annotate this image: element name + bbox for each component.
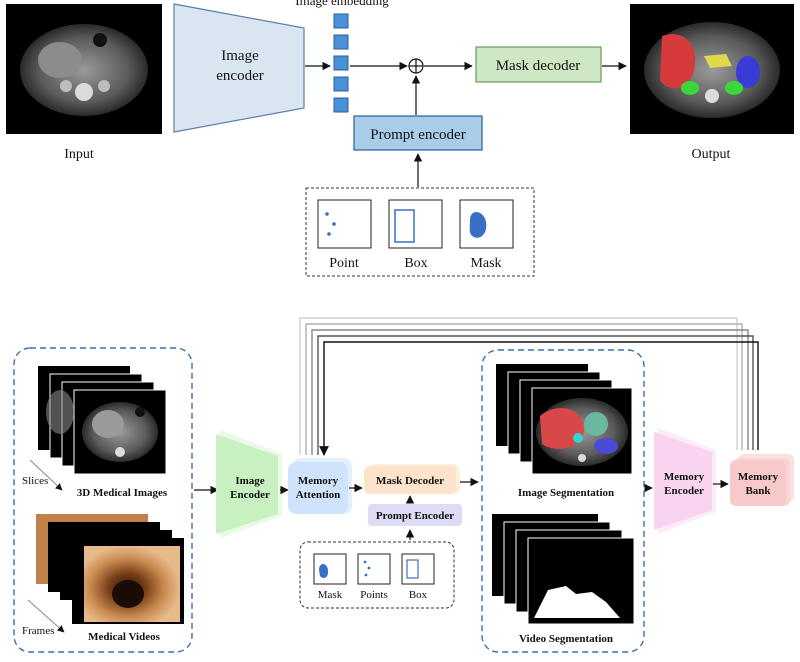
frames-arrow	[27, 599, 65, 633]
ct-slices-stack	[38, 366, 167, 475]
prompt-points-3d-label: Points	[360, 589, 388, 601]
input-ct-image	[6, 4, 162, 134]
frames-label: Frames	[22, 625, 54, 637]
prompt-mask-thumbnail	[459, 199, 514, 249]
prompt-point-thumbnail	[317, 199, 372, 249]
memory-bank-label-2: Bank	[745, 485, 771, 497]
memory-encoder-label-1: Memory	[664, 471, 705, 483]
image-embedding-stack	[333, 13, 349, 113]
mask-decoder-label: Mask decoder	[496, 58, 581, 74]
input-panel	[13, 347, 193, 653]
video-segmentation-stack	[492, 514, 635, 625]
image-encoder-3d-label-1: Image	[235, 475, 264, 487]
image-segmentation-stack	[496, 364, 633, 475]
output-label: Output	[692, 147, 731, 162]
prompt-types-container	[305, 187, 535, 277]
mask-decoder-block	[475, 46, 602, 83]
memory-attention-label-2: Attention	[296, 489, 341, 501]
image-encoder-3d-block	[216, 430, 282, 538]
video-frames-stack	[36, 514, 184, 624]
memory-bank-label-1: Memory	[738, 471, 779, 483]
image-encoder-3d-label-2: Encoder	[230, 489, 270, 501]
slices-label: Slices	[22, 475, 48, 487]
image-segmentation-label: Image Segmentation	[518, 487, 614, 499]
prompt-points-3d-thumbnail	[357, 553, 391, 585]
prompt-box-3d-thumbnail	[401, 553, 435, 585]
medical-videos-label: Medical Videos	[88, 631, 161, 643]
prompt-box-thumbnail	[388, 199, 443, 249]
prompt-encoder-3d-label: Prompt Encoder	[376, 510, 454, 522]
prompt-mask-3d-label: Mask	[318, 589, 343, 601]
memory-attention-block	[288, 462, 348, 514]
image-embedding-label: Image embedding	[295, 0, 389, 8]
mask-decoder-3d-block	[364, 466, 456, 494]
prompt-mask-label: Mask	[470, 256, 501, 271]
memory-bank-block	[730, 460, 786, 506]
image-encoder-label-2: encoder	[216, 68, 263, 84]
prompt-box-label: Box	[404, 256, 427, 271]
slices-arrow	[29, 459, 63, 491]
input-label: Input	[64, 147, 94, 162]
prompt-box-3d-label: Box	[409, 589, 428, 601]
output-panel	[481, 349, 645, 653]
video-segmentation-label: Video Segmentation	[519, 633, 613, 645]
medical-images-label: 3D Medical Images	[77, 487, 168, 499]
prompt-encoder-3d-block	[368, 504, 462, 526]
memory-encoder-label-2: Encoder	[664, 485, 704, 497]
prompt-point-label: Point	[329, 256, 359, 271]
prompt-mask-3d-thumbnail	[313, 553, 347, 585]
output-ct-image	[630, 4, 794, 134]
sum-operator	[408, 58, 424, 74]
prompt-encoder-block	[353, 115, 483, 151]
memory-attention-label-1: Memory	[298, 475, 339, 487]
image-encoder-block	[173, 3, 305, 133]
mask-decoder-3d-label: Mask Decoder	[376, 475, 444, 487]
memory-encoder-block	[654, 428, 716, 534]
prompt-types-3d-container	[299, 541, 455, 609]
image-encoder-label-1: Image	[221, 48, 259, 64]
memory-feedback-lines	[299, 317, 759, 456]
prompt-encoder-label: Prompt encoder	[370, 127, 465, 143]
